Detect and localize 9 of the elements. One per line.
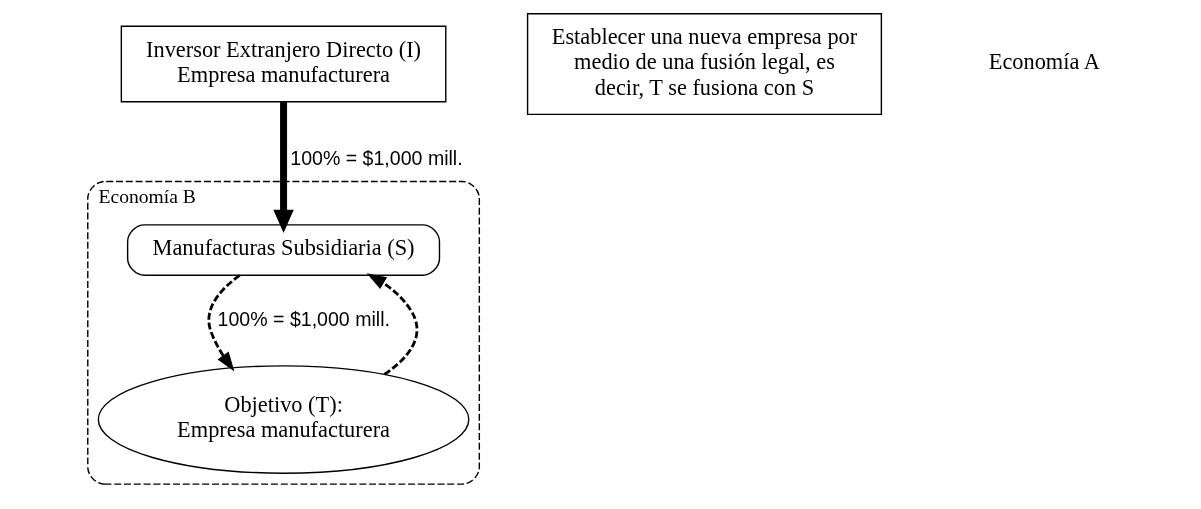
node-box: Inversor Extranjero Directo (I) Empresa manufacturera [120, 25, 446, 103]
arrow [207, 274, 240, 372]
arrow [366, 273, 418, 376]
node-box: Manufacturas Subsidiaria (S) [126, 224, 440, 276]
edge-label: 100% = $1,000 mill. [289, 147, 463, 170]
node-ellipse: Objetivo (T): Empresa manufacturera [97, 365, 469, 474]
edge-label: 100% = $1,000 mill. [217, 307, 390, 330]
label: Economía A [988, 49, 1100, 75]
node-box: Establecer una nueva empresa por medio de una fusión legal, es decir, T se fusiona con S [526, 13, 882, 116]
